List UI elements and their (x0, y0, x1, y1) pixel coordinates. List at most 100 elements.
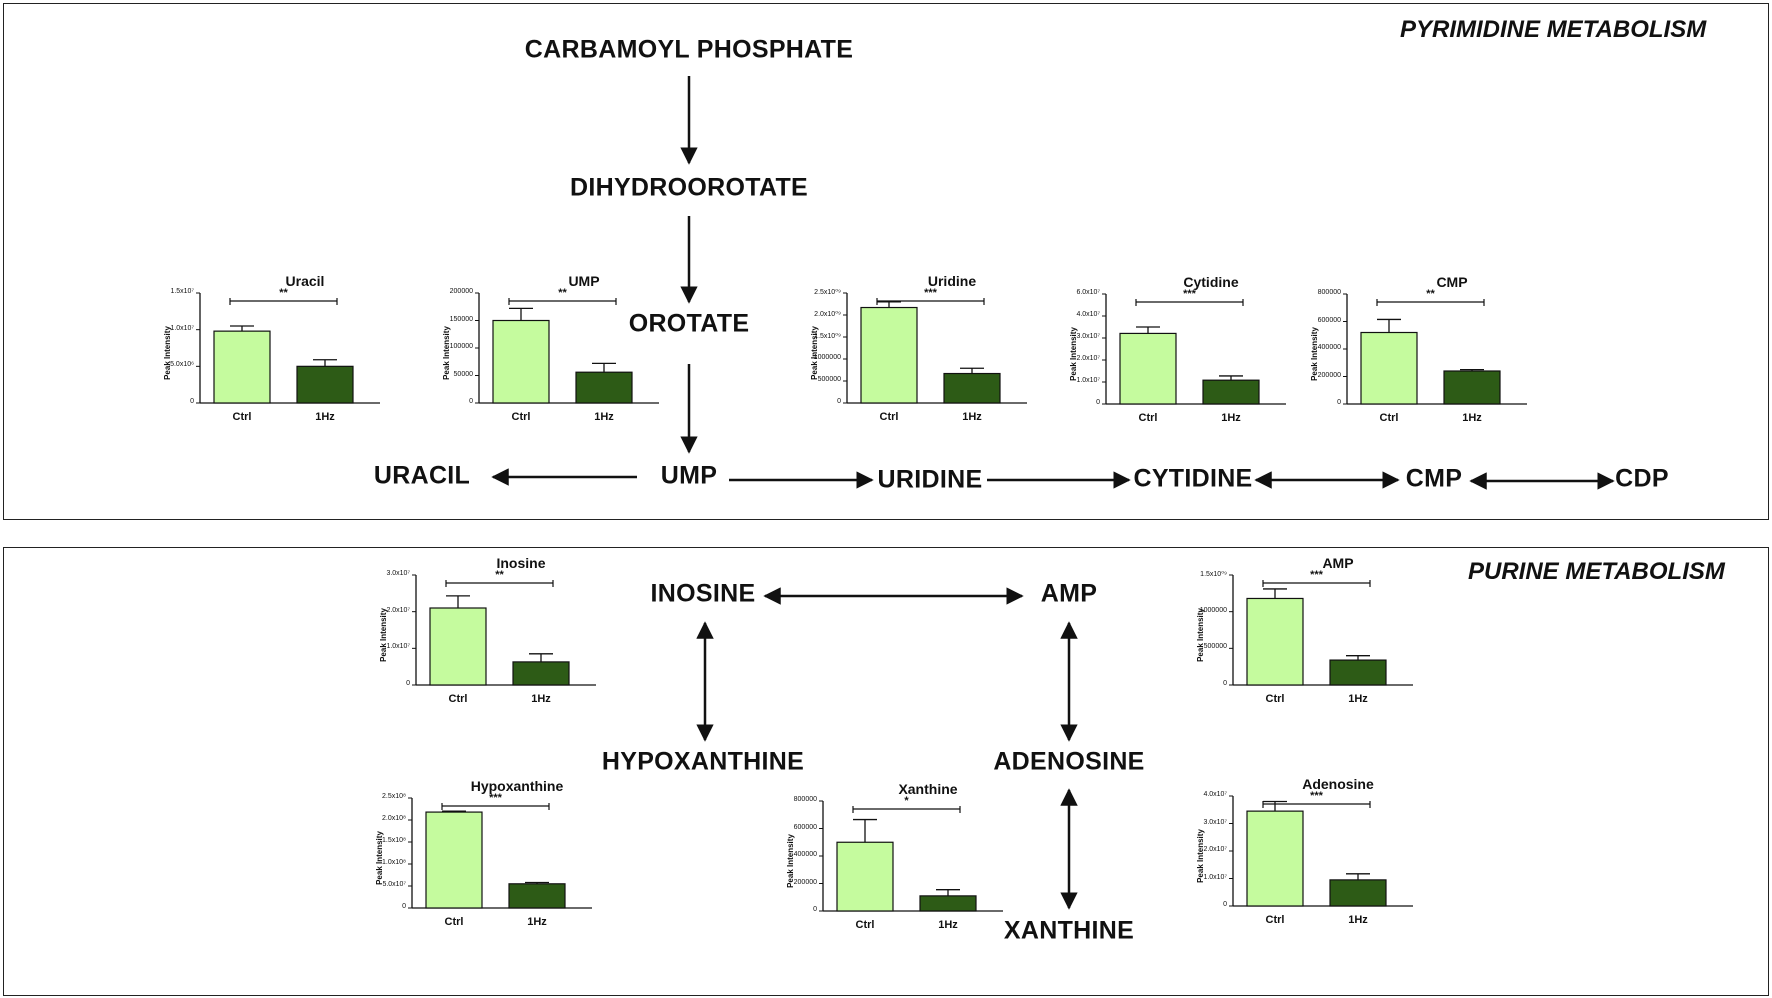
y-tick-label: 2.5x10⁰⁹ (814, 289, 841, 296)
chart-plot (475, 292, 659, 404)
y-tick-label: 5.0x10⁷ (382, 881, 406, 888)
bar-1hz (508, 883, 566, 909)
significance-stars: ** (495, 569, 504, 581)
chart-title: Cytidine (1183, 274, 1239, 290)
bar-ctrl (860, 306, 918, 404)
node-orotate: OROTATE (628, 309, 750, 338)
y-tick-label: 2.0x10⁷ (1203, 846, 1227, 853)
x-tick-label: Ctrl (511, 411, 531, 423)
bar-1hz (512, 661, 570, 686)
bar-ctrl (1360, 331, 1418, 405)
pyrimidine-panel (3, 3, 1769, 520)
chart-title: Inosine (496, 555, 546, 571)
y-tick-label: 400000 (793, 851, 817, 858)
chart-title: Uridine (927, 273, 977, 289)
y-tick-label: 0 (1223, 680, 1227, 687)
significance-stars: ** (1426, 288, 1435, 300)
y-tick-label: 50000 (453, 370, 473, 378)
node-cytidine: CYTIDINE (1133, 464, 1253, 493)
bar-ctrl (1119, 332, 1177, 405)
x-tick-label: 1Hz (1221, 412, 1241, 424)
significance-stars: *** (1310, 790, 1323, 802)
y-tick-label: 0 (406, 680, 410, 687)
bar-1hz (296, 365, 354, 404)
y-tick-label: 800000 (1317, 289, 1341, 296)
x-tick-label: Ctrl (1379, 412, 1399, 424)
y-tick-label: 1000000 (813, 354, 841, 361)
y-tick-label: 1000000 (1199, 606, 1227, 614)
x-tick-label: 1Hz (938, 919, 958, 931)
y-tick-label: 100000 (449, 343, 473, 350)
x-tick-label: Ctrl (232, 411, 252, 423)
chart-title: Xanthine (898, 781, 958, 797)
bar-ctrl (836, 841, 894, 912)
significance-stars: *** (1310, 569, 1323, 581)
y-tick-label: 1.0x10⁸ (382, 859, 406, 866)
bar-1hz (575, 371, 633, 404)
bar-ctrl (492, 319, 550, 404)
bar-1hz (1329, 879, 1387, 907)
chart-plot (412, 574, 596, 686)
y-tick-label: 0 (402, 903, 406, 910)
bar-ctrl (213, 330, 271, 404)
node-cmp: CMP (1405, 464, 1463, 493)
y-tick-label: 1.0x10⁷ (386, 643, 410, 651)
bar-1hz (943, 372, 1001, 404)
bar-1hz (919, 895, 977, 912)
x-tick-label: Ctrl (448, 693, 468, 705)
y-tick-label: 5.0x10⁶ (170, 361, 194, 369)
x-tick-label: 1Hz (962, 411, 982, 423)
node-xanthine: XANTHINE (1003, 916, 1135, 945)
chart-title: UMP (568, 273, 600, 289)
x-tick-label: 1Hz (1462, 412, 1482, 424)
significance-stars: * (904, 795, 909, 807)
y-tick-label: 800000 (793, 796, 817, 803)
bar-1hz (1329, 659, 1387, 686)
y-tick-label: 2.5x10⁸ (382, 793, 406, 800)
y-tick-label: 2.0x10⁷ (386, 606, 410, 614)
node-cdp: CDP (1615, 464, 1669, 493)
y-tick-label: 2.0x10⁰⁹ (814, 311, 841, 318)
y-tick-label: 1.0x10⁷ (170, 324, 194, 332)
purine-panel (3, 547, 1769, 996)
node-inosine: INOSINE (650, 579, 756, 608)
y-tick-label: 0 (1337, 399, 1341, 406)
x-tick-label: 1Hz (315, 411, 335, 423)
y-tick-label: 0 (837, 398, 841, 405)
pyrimidine-panel-title: PYRIMIDINE METABOLISM (1400, 16, 1707, 43)
y-tick-label: 2.0x10⁷ (1076, 355, 1100, 362)
y-tick-label: 400000 (1317, 344, 1341, 351)
chart-plot (1229, 795, 1413, 907)
y-tick-label: 4.0x10⁷ (1203, 791, 1227, 798)
y-tick-label: 4.0x10⁷ (1076, 311, 1100, 318)
chart-plot (1343, 293, 1527, 405)
y-tick-label: 0 (1223, 901, 1227, 908)
chart-plot (819, 800, 1003, 912)
x-tick-label: Ctrl (855, 919, 875, 931)
bar-ctrl (1246, 597, 1304, 686)
chart-plot (843, 292, 1027, 404)
chart-title: Uracil (285, 273, 325, 289)
node-carbamoyl-phosphate: CARBAMOYL PHOSPHATE (524, 35, 854, 64)
x-tick-label: Ctrl (1265, 693, 1285, 705)
y-tick-label: 0 (469, 398, 473, 405)
y-tick-label: 200000 (449, 288, 473, 295)
y-tick-label: 1.0x10⁷ (1076, 377, 1100, 384)
chart-title: Hypoxanthine (470, 778, 564, 794)
y-tick-label: 200000 (1317, 371, 1341, 379)
node-dihydroorotate: DIHYDROOROTATE (570, 173, 808, 202)
chart-plot (408, 797, 592, 909)
y-tick-label: 1.5x10⁰⁹ (1200, 571, 1227, 578)
node-ump: UMP (660, 461, 718, 490)
bar-ctrl (429, 607, 487, 686)
y-tick-label: 150000 (449, 315, 473, 323)
significance-stars: ** (558, 287, 567, 299)
